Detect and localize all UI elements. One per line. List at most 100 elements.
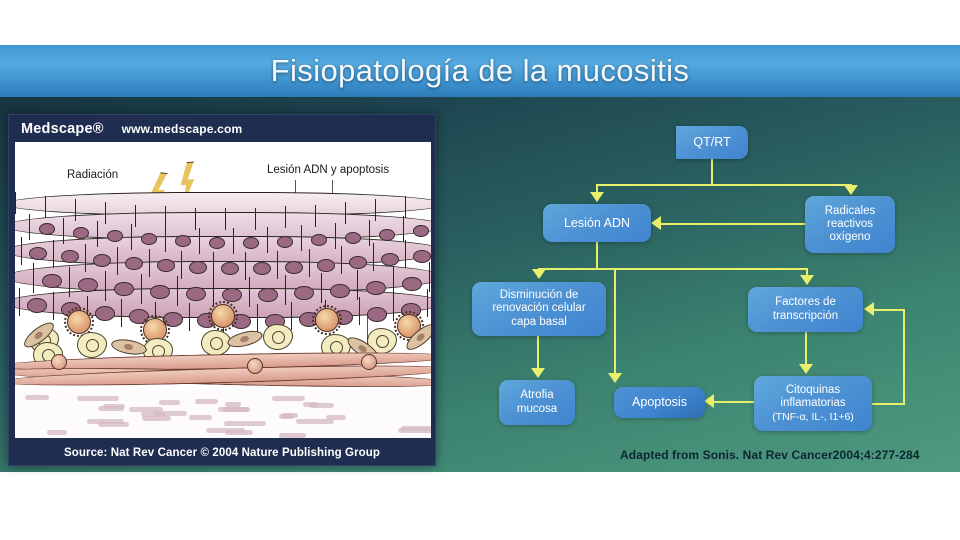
cell-wall	[375, 199, 376, 221]
cell-wall	[291, 302, 292, 330]
medscape-url: www.medscape.com	[122, 122, 243, 136]
cell-nucleus	[93, 254, 111, 267]
node-label-line2: inflamatorias	[772, 397, 854, 410]
node-label-line3: capa basal	[492, 316, 585, 329]
connector	[873, 309, 905, 311]
figure-header: Medscape® www.medscape.com	[9, 115, 435, 142]
node-citoquinas-inflamatorias[interactable]: Citoquinas inflamatorias (TNF-α, IL-, I1…	[754, 376, 872, 431]
cell-nucleus	[413, 250, 431, 263]
cell-nucleus	[73, 227, 89, 239]
arrowhead-icon	[608, 373, 622, 383]
tissue-streak	[279, 433, 307, 438]
cell-wall	[393, 266, 394, 296]
connector	[596, 184, 851, 186]
tissue-streak	[206, 428, 245, 433]
cell-wall	[255, 208, 256, 230]
node-disminucion-renovacion-celular[interactable]: Disminución de renovación celular capa b…	[472, 282, 606, 336]
cell-nucleus	[39, 223, 55, 235]
connector	[660, 223, 806, 225]
cell-nucleus	[317, 259, 335, 272]
cell-nucleus	[42, 274, 61, 288]
cell-wall	[245, 252, 246, 280]
cell-nucleus	[367, 307, 388, 322]
cell-wall	[403, 216, 404, 242]
histology-illustration: Radiación Lesión ADN y apoptosis	[15, 142, 431, 438]
fibroblast-cell	[110, 337, 148, 357]
tissue-streak	[77, 396, 119, 401]
cell-wall	[21, 237, 22, 265]
label-radiacion: Radiación	[67, 169, 118, 181]
cell-nucleus	[189, 261, 207, 274]
cell-nucleus	[209, 237, 225, 249]
node-atrofia-mucosa[interactable]: Atrofia mucosa	[499, 380, 575, 425]
node-radicales-reactivos-oxigeno[interactable]: Radicales reactivos oxígeno	[805, 196, 895, 253]
cell-wall	[135, 205, 136, 227]
cell-nucleus	[253, 262, 271, 275]
cell-nucleus	[150, 285, 169, 299]
cell-nucleus	[379, 229, 395, 241]
cell-wall	[149, 249, 150, 277]
node-label-line1: Atrofia	[517, 389, 557, 402]
cell-wall	[249, 277, 250, 307]
cell-wall	[165, 226, 166, 252]
figure-source-text: Source: Nat Rev Cancer © 2004 Nature Pub…	[64, 447, 380, 459]
cell-nucleus	[78, 278, 97, 292]
connector	[713, 401, 757, 403]
tissue-streak	[47, 430, 66, 435]
cell-wall	[53, 292, 54, 320]
macrophage-cell	[263, 324, 293, 350]
connector	[538, 268, 808, 270]
node-apoptosis[interactable]: Apoptosis	[614, 387, 705, 418]
node-label: Lesión ADN	[564, 216, 630, 231]
cell-wall	[131, 224, 132, 250]
node-label-line1: Citoquinas	[772, 384, 854, 397]
cell-wall	[15, 192, 16, 214]
page-title: Fisiopatología de la mucositis	[271, 53, 690, 89]
cell-wall	[357, 270, 358, 300]
cell-wall	[373, 243, 374, 271]
cell-wall	[285, 275, 286, 305]
node-lesion-adn[interactable]: Lesión ADN	[543, 204, 651, 242]
cell-wall	[121, 299, 122, 327]
cell-wall	[405, 196, 406, 218]
cell-nucleus	[221, 262, 239, 275]
cell-wall	[277, 251, 278, 279]
deep-tissue	[15, 390, 431, 438]
cell-wall	[341, 246, 342, 274]
cell-wall	[33, 263, 34, 293]
node-label-line3: (TNF-α, IL-, I1+6)	[772, 411, 854, 423]
arrowhead-icon	[531, 368, 545, 378]
arrowhead-icon	[844, 185, 858, 195]
cell-wall	[315, 205, 316, 227]
node-qt-rt[interactable]: QT/RT	[676, 126, 748, 159]
node-factores-transcripcion[interactable]: Factores de transcripción	[748, 287, 863, 332]
fibroblast-cell	[226, 328, 264, 350]
connector	[872, 403, 905, 405]
cell-wall	[309, 249, 310, 277]
cell-wall	[359, 297, 360, 325]
cell-nucleus	[186, 287, 205, 301]
cell-nucleus	[330, 284, 349, 298]
tissue-streak	[25, 395, 50, 400]
cell-wall	[189, 303, 190, 331]
tissue-streak	[98, 406, 124, 411]
cell-wall	[345, 202, 346, 224]
tissue-streak	[223, 407, 250, 412]
arrowhead-icon	[799, 364, 813, 374]
arrowhead-icon	[651, 216, 661, 230]
tissue-streak	[272, 396, 305, 401]
title-banner: Fisiopatología de la mucositis	[0, 45, 960, 97]
cell-wall	[75, 199, 76, 221]
node-label-line1: Factores de	[773, 296, 838, 309]
cell-wall	[165, 206, 166, 228]
cell-wall	[301, 225, 302, 251]
tissue-streak	[195, 399, 217, 404]
cell-wall	[29, 214, 30, 240]
basal-cell	[67, 310, 91, 334]
cell-wall	[267, 227, 268, 253]
cell-wall	[85, 244, 86, 272]
cell-nucleus	[258, 288, 277, 302]
cell-nucleus	[95, 306, 116, 321]
cell-nucleus	[285, 261, 303, 274]
tissue-streak	[98, 422, 129, 427]
